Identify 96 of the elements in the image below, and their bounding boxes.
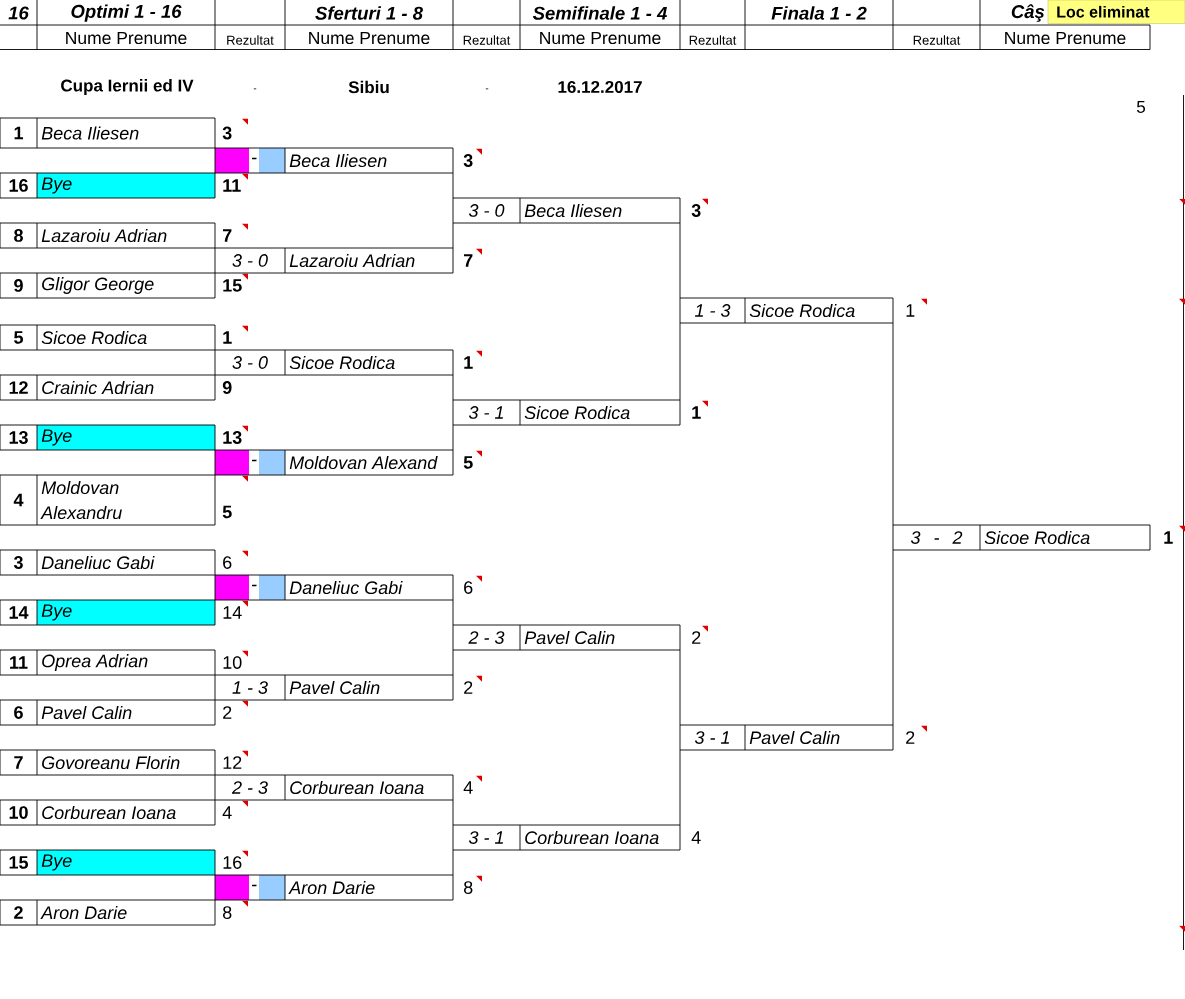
- match-slot: 1 - 3 Sicoe Rodica: [679, 297, 894, 324]
- result-number: 2: [464, 681, 473, 694]
- column-heading: Optimi 1 - 16: [71, 4, 182, 22]
- match-slot: 3 - 1 Corburean Ioana: [452, 824, 681, 851]
- player-slot: 5 Sicoe Rodica: [0, 324, 216, 351]
- location-text: Sibiu: [348, 80, 389, 94]
- match-slot: 3 - 1 Pavel Calin: [679, 724, 894, 751]
- player-slot: 3 Daneliuc Gabi: [0, 549, 216, 576]
- player-slot: 2 Aron Darie: [0, 899, 216, 926]
- match-slot: 3 - 0 Beca Iliesen: [452, 197, 681, 224]
- column-heading: 16: [8, 6, 29, 20]
- player-slot: 14 Bye: [0, 599, 216, 626]
- result-number: 14: [223, 606, 242, 619]
- result-number: 1: [464, 356, 473, 369]
- player-slot: 12 Crainic Adrian: [0, 374, 216, 401]
- column-subheading: Rezultat: [463, 35, 511, 45]
- result-number: 1: [692, 406, 701, 419]
- result-number: 7: [222, 229, 232, 242]
- result-number: 13: [223, 431, 242, 444]
- column-heading: Sferturi 1 - 8: [315, 6, 423, 20]
- match-slot: - Aron Darie: [214, 874, 454, 901]
- bracket-line: [452, 424, 454, 451]
- player-slot: 9 Gligor George: [0, 272, 216, 299]
- column-subheading: Nume Prenume: [66, 31, 187, 45]
- player-slot: 15 Bye: [0, 849, 216, 876]
- result-number: 4: [691, 831, 701, 844]
- result-number: 3: [222, 126, 232, 140]
- result-number: 11: [223, 179, 241, 192]
- player-slot: 16 Bye: [0, 172, 216, 199]
- result-number: 6: [464, 581, 473, 594]
- match-slot: - Beca Iliesen: [214, 147, 454, 174]
- number-label: 5: [1136, 101, 1145, 113]
- column-subheading: Rezultat: [913, 35, 961, 45]
- result-number: 2: [223, 706, 232, 719]
- result-number: 5: [222, 505, 232, 519]
- match-slot: 2 - 3 Pavel Calin: [452, 624, 681, 651]
- comment-note: Loc eliminat: [1047, 0, 1185, 24]
- result-number: 2: [692, 631, 701, 644]
- bracket-line: [452, 599, 454, 626]
- column-subheading: Rezultat: [689, 35, 737, 45]
- separator-dash: -: [485, 88, 489, 90]
- result-number: 9: [222, 381, 232, 394]
- result-number: 6: [223, 556, 232, 569]
- result-number: 5: [463, 456, 473, 469]
- bracket-line: [452, 374, 454, 401]
- result-number: 1: [223, 331, 232, 344]
- bracket-line: [452, 172, 454, 199]
- player-slot: 1 Beca Iliesen: [0, 117, 216, 149]
- player-slot: 11 Oprea Adrian: [0, 649, 216, 676]
- player-slot: 6 Pavel Calin: [0, 699, 216, 726]
- result-number: 15: [223, 279, 242, 292]
- result-number: 8: [223, 906, 232, 919]
- column-subheading: Nume Prenume: [1005, 31, 1126, 45]
- result-number: 7: [464, 254, 473, 267]
- bracket-line: [679, 322, 681, 401]
- match-slot: 3 - 0 Sicoe Rodica: [214, 349, 454, 376]
- result-number: 3: [463, 154, 473, 167]
- result-number: 10: [223, 656, 242, 669]
- bracket-line: [892, 322, 894, 526]
- column-subheading: Rezultat: [227, 35, 274, 45]
- result-number: 1: [906, 304, 915, 317]
- event-title: Cupa Iernii ed IV: [61, 79, 194, 95]
- result-number: 8: [464, 881, 473, 894]
- column-heading: Finala 1 - 2: [771, 6, 867, 20]
- match-slot: 1 - 3 Pavel Calin: [214, 674, 454, 701]
- result-number: 3: [691, 204, 701, 217]
- player-slot: 4 Moldovan Alexandru: [0, 474, 216, 526]
- bracket-line: [452, 222, 454, 249]
- separator-dash: -: [253, 88, 257, 90]
- bracket-line: [679, 749, 681, 826]
- column-subheading: Nume Prenume: [309, 31, 430, 45]
- result-number: 4: [222, 806, 232, 819]
- result-number: 4: [463, 781, 473, 794]
- player-slot: 7 Govoreanu Florin: [0, 749, 216, 776]
- player-slot: 8 Lazaroiu Adrian: [0, 222, 216, 249]
- bracket-line: [679, 649, 681, 726]
- match-slot: - Daneliuc Gabi: [214, 574, 454, 601]
- result-number: 2: [906, 731, 915, 744]
- match-slot: - Moldovan Alexand: [214, 449, 454, 476]
- result-number: 1: [1164, 531, 1173, 544]
- match-slot: 3 - 0 Lazaroiu Adrian: [214, 247, 454, 274]
- result-number: 16: [223, 856, 242, 869]
- match-slot: 3 - 2 Sicoe Rodica: [892, 524, 1151, 551]
- result-number: 12: [223, 756, 242, 769]
- column-heading: Semifinale 1 - 4: [532, 6, 668, 20]
- match-slot: 3 - 1 Sicoe Rodica: [452, 399, 681, 426]
- bracket-line: [452, 799, 454, 826]
- bracket-line: [679, 222, 681, 299]
- column-subheading: Nume Prenume: [540, 31, 661, 45]
- player-slot: 10 Corburean Ioana: [0, 799, 216, 826]
- bracket-line: [452, 649, 454, 676]
- bracket-line: [892, 549, 894, 726]
- bracket-line: [452, 849, 454, 876]
- player-slot: 13 Bye: [0, 424, 216, 451]
- match-slot: 2 - 3 Corburean Ioana: [214, 774, 454, 801]
- date-text: 16.12.2017: [558, 81, 642, 94]
